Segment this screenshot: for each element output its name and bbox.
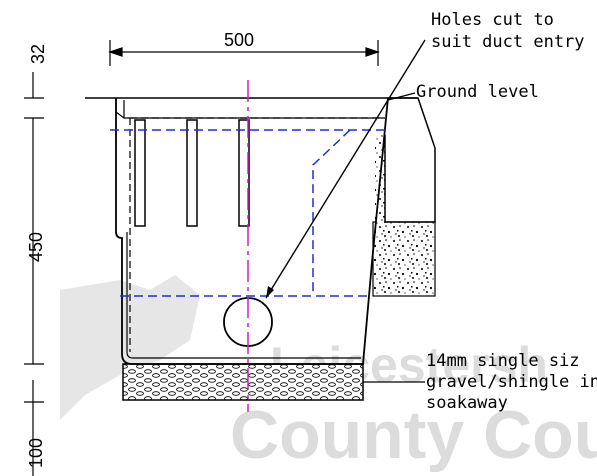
holes-label-line-1: Holes cut to: [431, 10, 554, 30]
hidden-line-bend: [312, 129, 351, 296]
holes-leader-arrow: [266, 286, 274, 298]
concrete-surround: [372, 221, 436, 297]
gravel-soakaway: [122, 363, 364, 401]
hidden-lines: [110, 129, 385, 297]
base-dimension-label: 100: [26, 438, 46, 468]
gravel-label-line-3: soakaway: [426, 393, 508, 413]
watermark-fox-logo: [60, 275, 200, 420]
gravel-label-line-1: 14mm single siz: [426, 351, 580, 371]
rib-2: [186, 119, 198, 227]
top-dimension-label: 32: [28, 44, 48, 64]
watermark-line-2: County Cou: [230, 397, 597, 473]
chamber-outer-wall: [115, 97, 389, 365]
cover-frame: [384, 97, 436, 223]
chamber-ribs: [134, 119, 250, 227]
height-dimension-label: 450: [26, 232, 46, 262]
vertical-dimensions: [24, 72, 44, 476]
gravel-label-line-2: gravel/shingle in: [426, 372, 597, 392]
rib-3: [238, 119, 250, 227]
holes-label-line-2: suit duct entry: [431, 32, 585, 52]
chamber-rim: [115, 98, 385, 119]
width-dimension-label: 500: [224, 30, 254, 50]
holes-leader-line: [265, 39, 426, 299]
ground-level-label: Ground level: [416, 82, 539, 102]
width-dimension: [108, 40, 380, 66]
chamber-inner-wall: [123, 100, 361, 359]
ground-leader-line: [387, 92, 416, 101]
rib-1: [134, 119, 146, 227]
